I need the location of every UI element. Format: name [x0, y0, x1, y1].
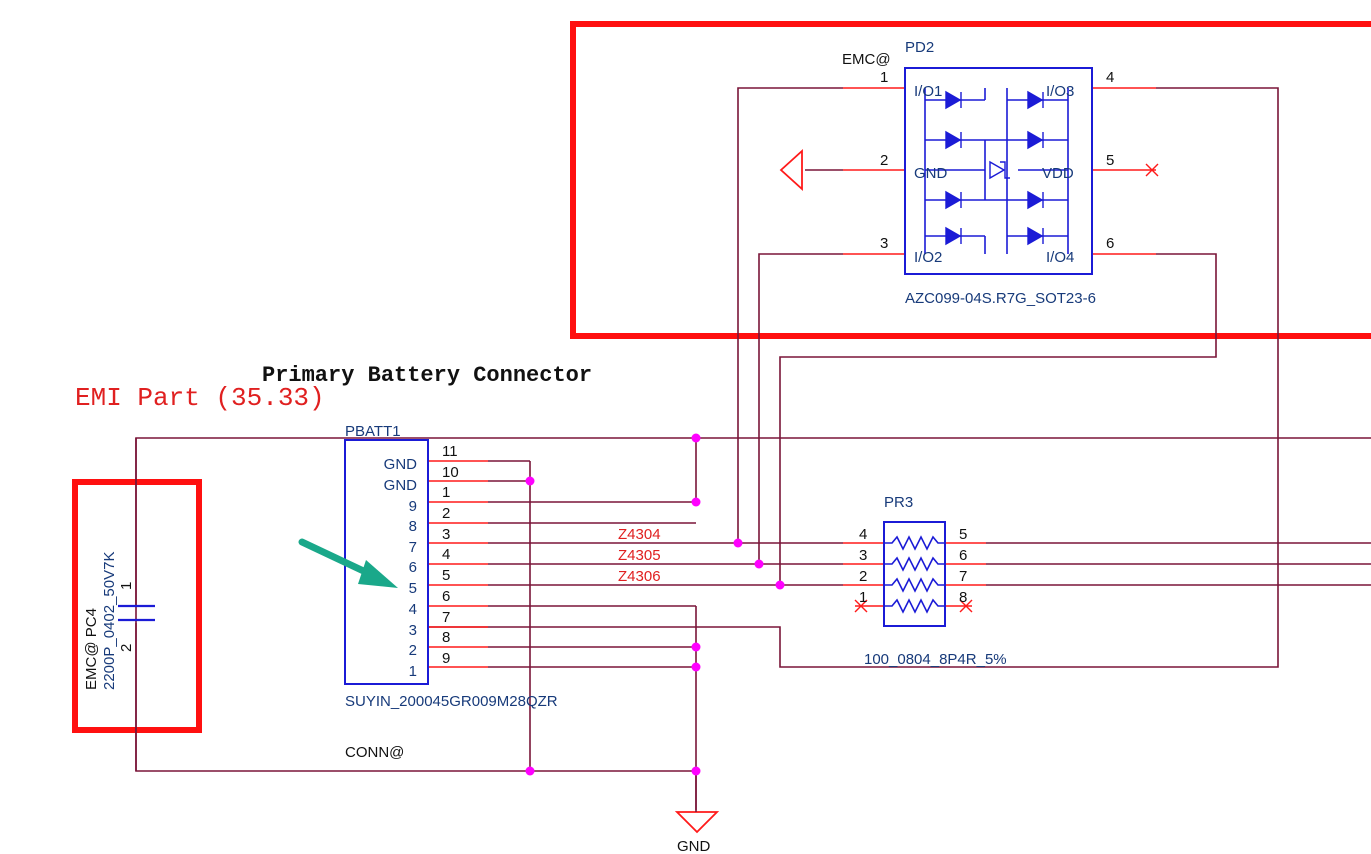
pd2-pin-name-io2: I/O2 [914, 249, 942, 266]
pbatt1-inner-label: 7 [409, 539, 417, 556]
pbatt1-pin-number: 2 [442, 505, 450, 522]
pd2-option: EMC@ [842, 51, 891, 68]
pd2-pin-number: 3 [880, 235, 888, 252]
pc4-pin-number: 1 [118, 582, 135, 590]
pbatt1-inner-label: 4 [409, 601, 417, 618]
pc4-option-refdes: EMC@ PC4 [83, 608, 100, 690]
pc4-value: 2200P_0402_50V7K [101, 552, 118, 690]
pbatt1-pin-number: 5 [442, 567, 450, 584]
pbatt1-pin-number: 7 [442, 609, 450, 626]
pr3-pin-number: 8 [959, 589, 967, 606]
wires [135, 87, 1371, 810]
pbatt1-inner-label: GND [384, 456, 418, 473]
pbatt1-inner-label: GND [384, 477, 418, 494]
emi-note: EMI Part (35.33) [75, 383, 325, 413]
net-label: Z4306 [618, 568, 661, 585]
emi-highlight-box-pc4 [72, 479, 202, 733]
pd2-pin-number: 6 [1106, 235, 1114, 252]
pin-stubs [428, 87, 1156, 668]
schematic-title: Primary Battery Connector [262, 363, 592, 388]
pd2-pin-number: 2 [880, 152, 888, 169]
pbatt1-pin-numbers: 11 10 1 2 3 4 5 6 7 8 9 [442, 443, 459, 667]
pr3-pin-number: 2 [859, 568, 867, 585]
emi-highlight-box-pd2 [570, 21, 1371, 339]
gnd-label: GND [677, 838, 711, 854]
pd2-value: AZC099-04S.R7G_SOT23-6 [905, 290, 1096, 307]
pbatt1-pin-number: 11 [442, 443, 458, 460]
pr3-pin-number: 6 [959, 547, 967, 564]
pd2-pin-number: 4 [1106, 69, 1114, 86]
pbatt1-value: SUYIN_200045GR009M28QZR [345, 693, 558, 710]
gnd-symbol-icon [674, 811, 720, 834]
pr3-pin-number: 1 [859, 589, 867, 606]
pr3-refdes: PR3 [884, 494, 913, 511]
pr3-symbol[interactable] [883, 521, 946, 627]
pbatt1-inner-label: 9 [409, 498, 417, 515]
pd2-pin-name-io1: I/O1 [914, 83, 942, 100]
pr3-pin-number: 5 [959, 526, 967, 543]
pbatt1-pin-number: 1 [442, 484, 450, 501]
pbatt1-inner-label: 1 [409, 663, 417, 680]
no-connect-marks [854, 163, 1159, 613]
pr3-value: 100_0804_8P4R_5% [864, 651, 1007, 668]
pbatt1-inner-label: 5 [409, 580, 417, 597]
pd2-pin-number: 5 [1106, 152, 1114, 169]
pr3-pin-number: 7 [959, 568, 967, 585]
pd2-pin-name-gnd: GND [914, 165, 948, 182]
pd2-refdes: PD2 [905, 39, 934, 56]
pc4-capacitor-symbol[interactable] [118, 604, 155, 622]
pc4-pin-number: 2 [118, 644, 135, 652]
net-label: Z4305 [618, 547, 661, 564]
pbatt1-pin-number: 6 [442, 588, 450, 605]
pd2-pin-name-io3: I/O3 [1046, 83, 1074, 100]
pr3-pin-number: 4 [859, 526, 867, 543]
pbatt1-pin-number: 10 [442, 464, 459, 481]
pointer-arrow-icon [298, 538, 398, 588]
pd2-symbol[interactable] [904, 67, 1093, 275]
pd2-pin-name-io4: I/O4 [1046, 249, 1074, 266]
pbatt1-inner-label: 2 [409, 642, 417, 659]
pr3-pin-number: 3 [859, 547, 867, 564]
pbatt1-refdes: PBATT1 [345, 423, 401, 440]
net-label: Z4304 [618, 526, 661, 543]
pbatt1-inner-labels: GND GND 9 8 7 6 5 4 3 2 1 [384, 456, 418, 680]
pbatt1-option: CONN@ [345, 744, 404, 761]
pbatt1-inner-label: 6 [409, 559, 417, 576]
pbatt1-pin-number: 8 [442, 629, 450, 646]
pd2-pin-name-vdd: VDD [1042, 165, 1074, 182]
pbatt1-pin-number: 3 [442, 526, 450, 543]
pbatt1-inner-label: 8 [409, 518, 417, 535]
pbatt1-inner-label: 3 [409, 622, 417, 639]
junctions [525, 433, 785, 776]
pd2-pin-number: 1 [880, 69, 888, 86]
pbatt1-pin-number: 4 [442, 546, 450, 563]
pbatt1-pin-number: 9 [442, 650, 450, 667]
ground-arrow-icon [779, 148, 803, 192]
